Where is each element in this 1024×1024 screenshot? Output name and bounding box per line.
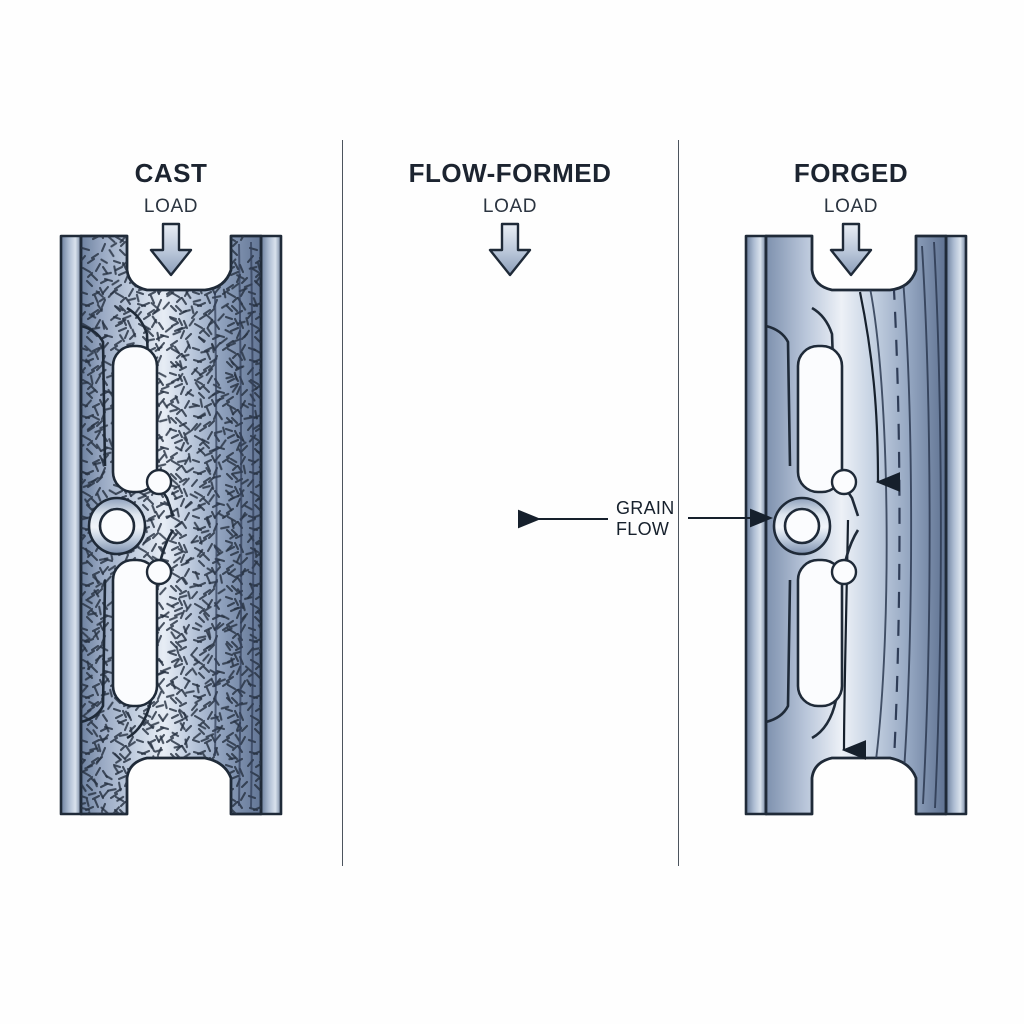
flow-formed-grain-structure — [869, 241, 942, 809]
cast-grain-structure — [81, 236, 261, 814]
vent-hole-upper-flow-formed — [830, 468, 858, 496]
panel-forged-title: FORGED — [793, 158, 909, 188]
spoke-window-upper-cast — [111, 344, 159, 494]
load-arrow-icon-flow-formed — [488, 222, 532, 277]
vent-hole-lower-cast — [145, 558, 173, 586]
panel-forged-load-label: LOAD — [823, 196, 879, 217]
spoke-window-lower-flow-formed — [796, 558, 844, 708]
spoke-window-upper-flow-formed — [796, 344, 844, 494]
grain-flow-label: GRAIN FLOW — [616, 498, 675, 539]
load-arrow-icon-forged — [829, 222, 873, 277]
wheel-cross-section-cast — [59, 234, 283, 816]
wheel-cross-section-flow-formed — [744, 234, 968, 816]
panel-forged: FORGED LOAD — [678, 0, 1024, 1024]
panel-cast-load-label: LOAD — [143, 196, 199, 217]
panel-cast-title: CAST — [134, 158, 208, 188]
load-arrow-icon-cast — [149, 222, 193, 277]
panel-flow-formed-title: FLOW-FORMED — [408, 158, 612, 188]
panel-divider-2 — [678, 140, 679, 866]
vent-hole-upper-cast — [145, 468, 173, 496]
panel-flow-formed: FLOW-FORMED LOAD — [342, 0, 968, 1024]
panel-flow-formed-load-label: LOAD — [482, 196, 538, 217]
spoke-window-lower-cast — [111, 558, 159, 708]
panel-divider-1 — [342, 140, 343, 866]
barrel-contour-lines — [214, 241, 255, 809]
panel-cast: CAST LOAD — [0, 0, 342, 1024]
vent-hole-lower-flow-formed — [830, 558, 858, 586]
